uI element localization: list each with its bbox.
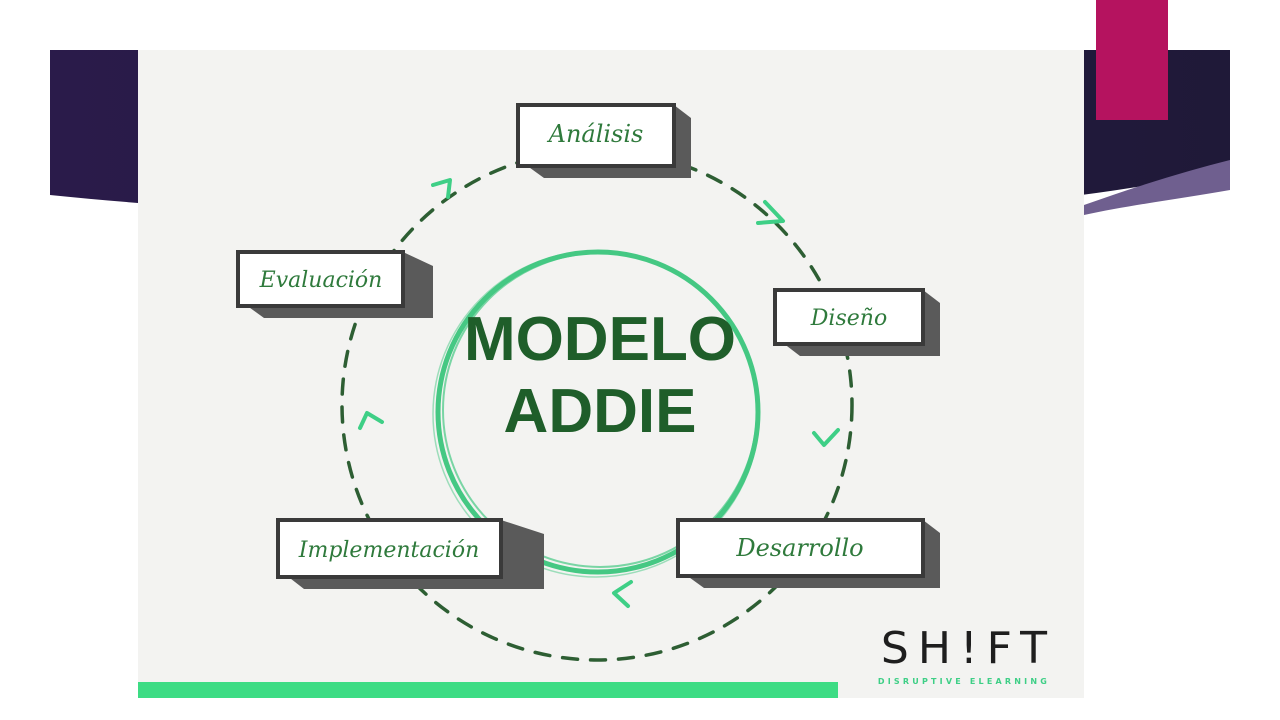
stage-box-desarrollo: Desarrollo	[676, 518, 940, 588]
stage-label-desarrollo: Desarrollo	[735, 534, 863, 562]
light-accent-swoosh	[1084, 160, 1230, 215]
pink-accent-tab	[1096, 0, 1168, 120]
arrow-desarrollo-to-implementacion-icon	[612, 580, 633, 608]
stage-label-diseno: Diseño	[810, 306, 887, 331]
dashed-cycle-ring	[340, 148, 854, 662]
shift-logo: SH!FT DISRUPTIVE ELEARNING	[872, 623, 1056, 687]
stage-label-evaluacion: Evaluación	[259, 268, 383, 293]
arrow-analisis-to-diseno-icon	[756, 200, 785, 225]
logo-text: SH!FT	[880, 623, 1056, 674]
cycle-arrow-icons	[358, 178, 840, 608]
stage-label-implementacion: Implementación	[298, 538, 479, 563]
diagram-title-line2: ADDIE	[504, 377, 697, 446]
arrow-evaluacion-to-analisis-icon	[431, 178, 452, 199]
stage-label-analisis: Análisis	[547, 120, 644, 148]
stage-box-diseno: Diseño	[773, 288, 940, 356]
stage-box-analisis: Análisis	[516, 103, 691, 178]
addie-picture: Análisis Diseño Desarrollo Implementació…	[138, 50, 1084, 698]
stage-box-evaluacion: Evaluación	[236, 250, 433, 318]
arrow-implementacion-to-evaluacion-icon	[358, 411, 384, 430]
diagram-title-line1: MODELO	[464, 305, 736, 374]
green-accent-bar	[138, 682, 838, 698]
center-circle	[432, 249, 761, 578]
arrow-diseno-to-desarrollo-icon	[812, 428, 840, 447]
stage-box-implementacion: Implementación	[276, 518, 544, 589]
logo-tagline: DISRUPTIVE ELEARNING	[877, 677, 1050, 686]
